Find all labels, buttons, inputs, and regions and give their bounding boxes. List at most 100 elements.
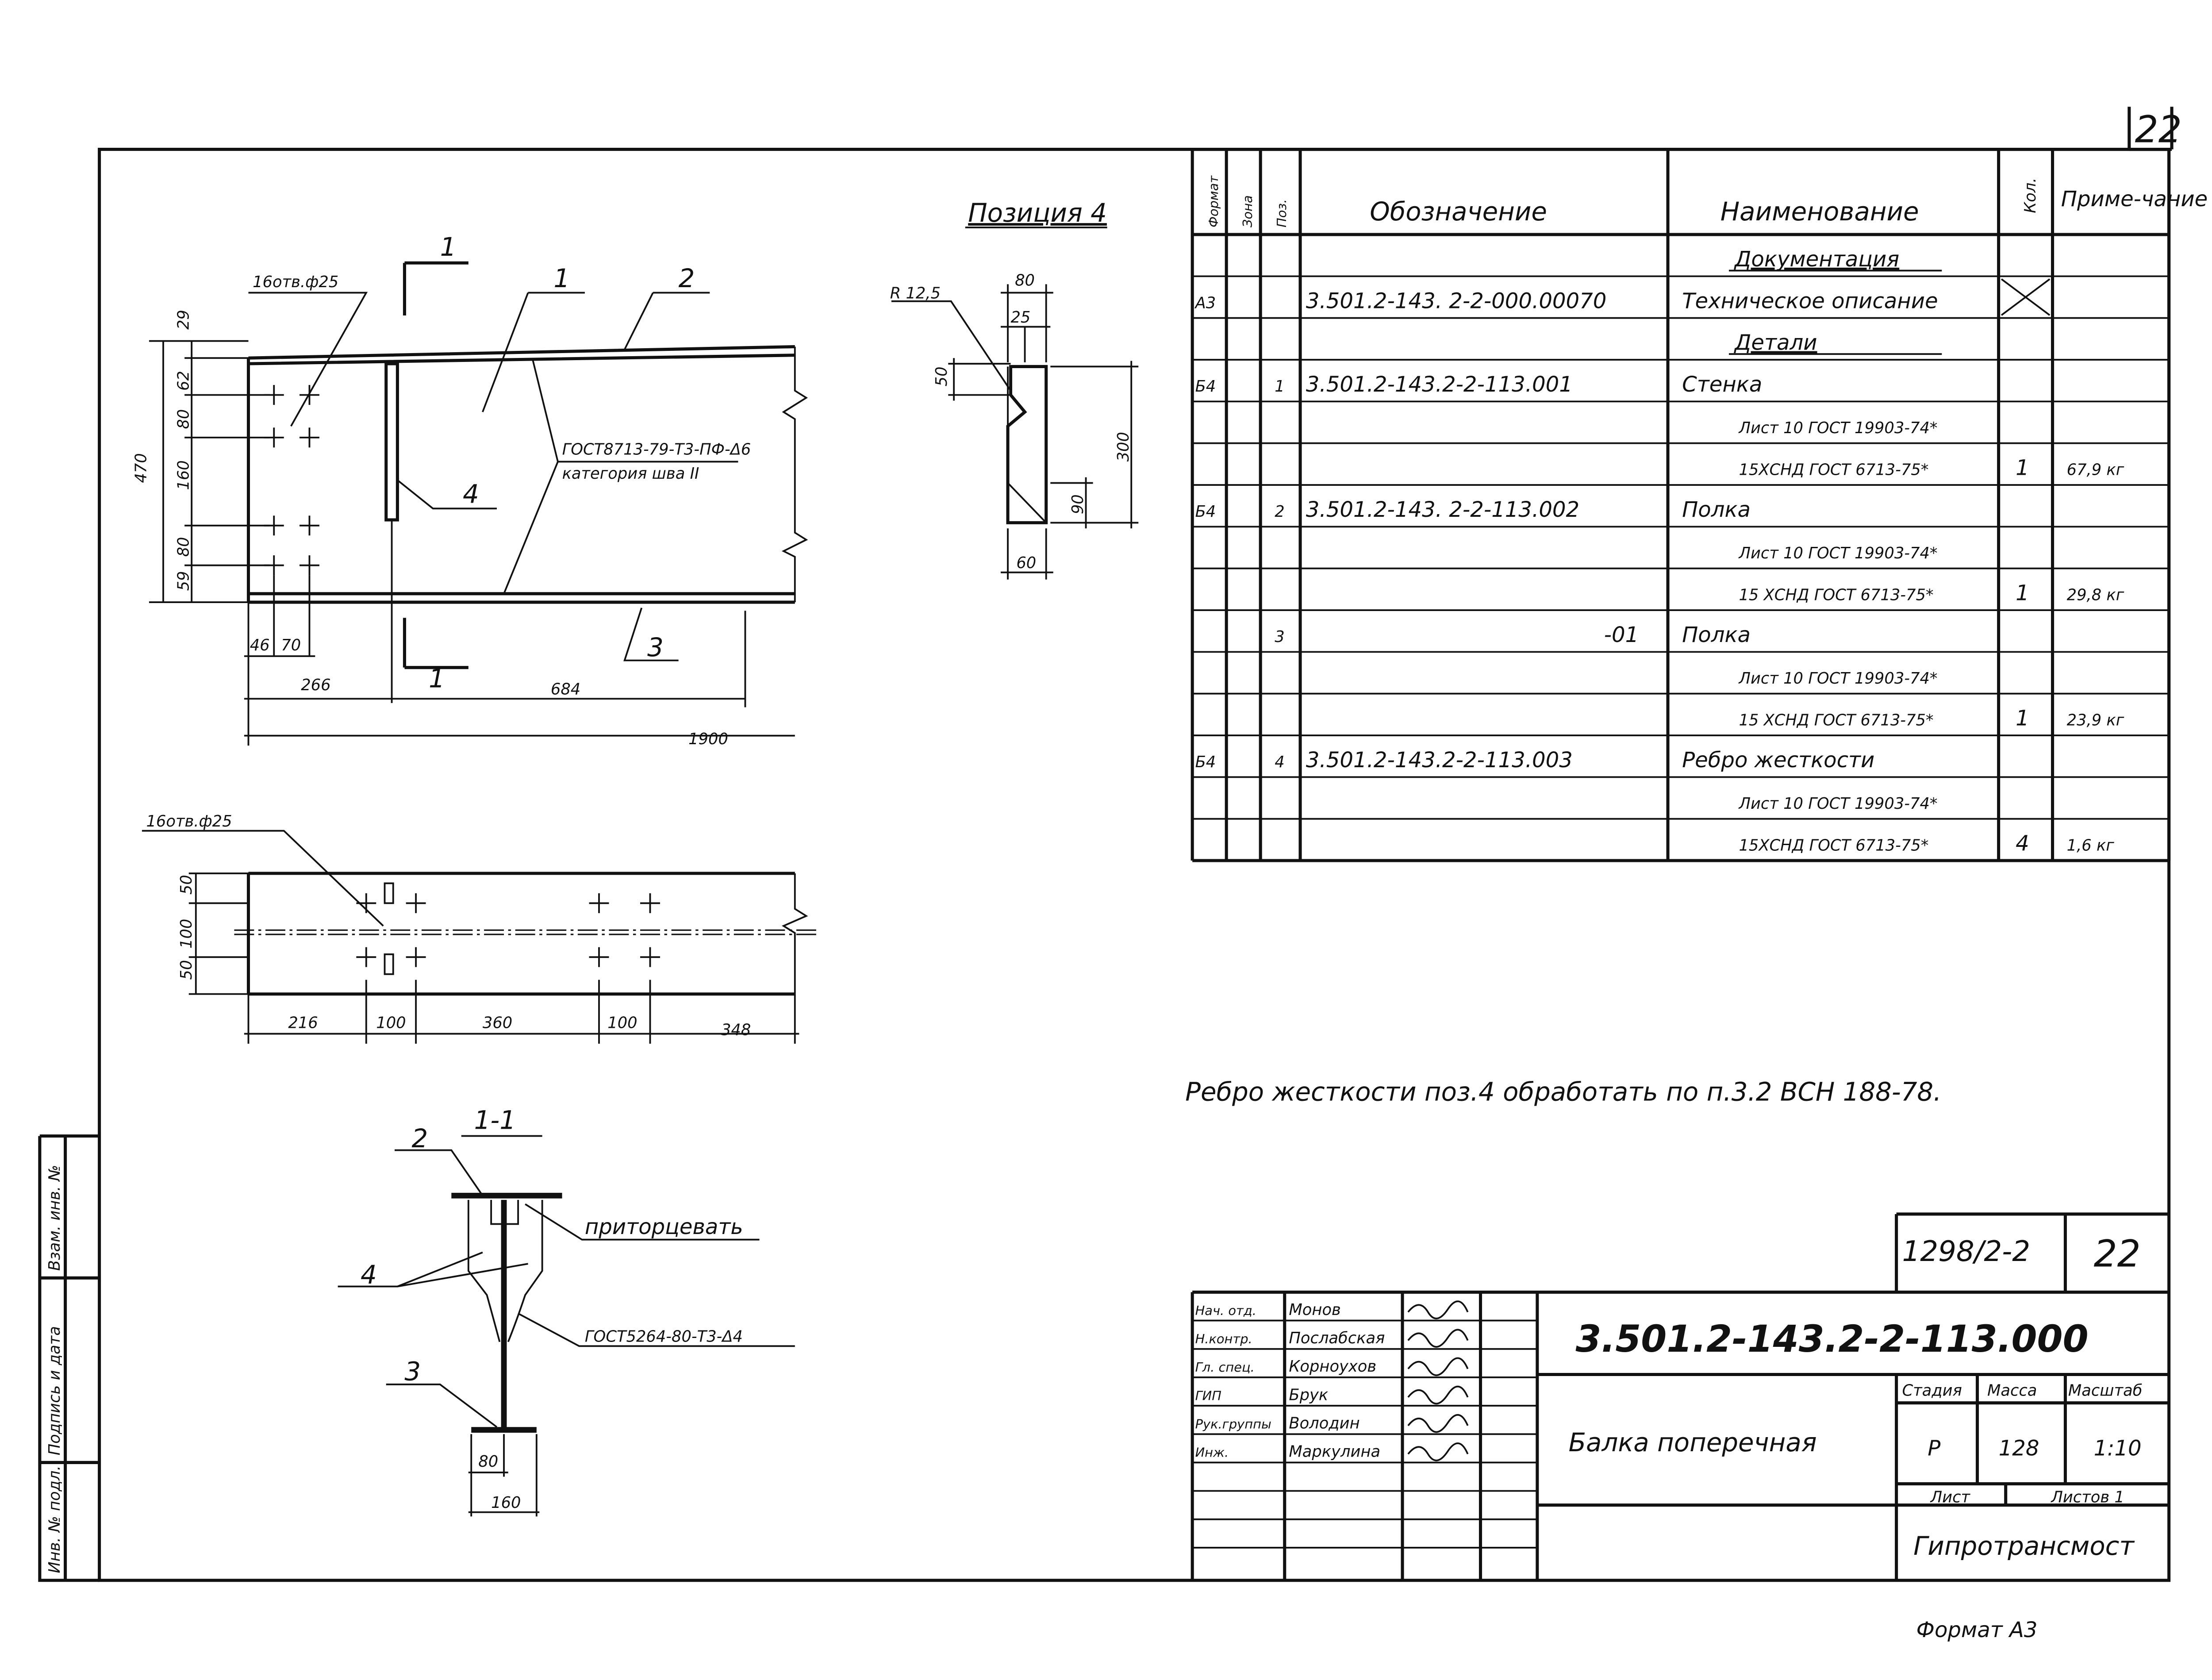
signature [1407, 1300, 1469, 1319]
signature [1407, 1385, 1469, 1405]
table-row: 15 ХСНД ГОСТ 6713-75* 1 23,9 кг [1739, 706, 2124, 731]
cell-note: 23,9 кг [2067, 711, 2124, 730]
beam-plan: 16отв.ф25 50 100 50 216 100 360 100 348 [142, 812, 816, 1044]
sheet-label: Лист [1930, 1488, 1971, 1506]
strip-label-sign: Подпись и дата [46, 1326, 64, 1455]
spec-header: Формат [1206, 175, 1221, 227]
section-mark-bottom: 1 [429, 664, 445, 694]
section-callout-3: 3 [404, 1356, 421, 1386]
person-role: Гл. спец. [1195, 1360, 1255, 1375]
signature [1407, 1329, 1469, 1348]
table-row: Документация [1729, 247, 1942, 272]
pos4-dim-300: 300 [1114, 432, 1133, 461]
cell-name: Лист 10 ГОСТ 19903-74* [1738, 669, 1937, 688]
strip-label-replace: Взам. инв. № [46, 1165, 64, 1271]
mass-label: Масса [1987, 1382, 2037, 1400]
cell-name: Лист 10 ГОСТ 19903-74* [1738, 419, 1937, 437]
page-number-box: 22 [2128, 107, 2182, 151]
dim-46: 46 [250, 636, 270, 654]
table-row: А3 3.501.2-143. 2-2-000.00070 Техническое … [1194, 278, 2051, 316]
person-role: Рук.группы [1195, 1416, 1271, 1431]
section-title: 1-1 [474, 1105, 516, 1135]
section-weld: ГОСТ5264-80-Т3-Δ4 [585, 1328, 743, 1346]
cell-name: Документация [1734, 247, 1899, 272]
radius-label: R 12,5 [890, 284, 941, 302]
bolt-holes [264, 385, 319, 576]
table-row: Лист 10 ГОСТ 19903-74* [1738, 669, 1937, 688]
table-row: Б4 1 3.501.2-143.2-2-113.001 Стенка [1195, 372, 1763, 397]
cell-name: Лист 10 ГОСТ 19903-74* [1738, 544, 1937, 562]
section-1-1: 1-1 2 приторцевать 4 ГОСТ5264-80-Т3-Δ4 3… [338, 1105, 795, 1517]
section-callout-2: 2 [411, 1123, 428, 1153]
cell-format: Б4 [1195, 377, 1216, 396]
cell-name: Техническое описание [1682, 288, 1938, 313]
cell-name: Лист 10 ГОСТ 19903-74* [1738, 795, 1937, 813]
cell-format: Б4 [1195, 503, 1216, 521]
person-name: Корноухов [1289, 1357, 1376, 1376]
dim-470: 470 [132, 453, 150, 483]
cell-position: 3 [1275, 628, 1284, 646]
left-stamp-strip: Инв. № подл. Подпись и дата Взам. инв. № [38, 1134, 100, 1582]
person-name: Монов [1289, 1301, 1340, 1319]
person-role: Н.контр. [1195, 1331, 1252, 1346]
spec-header-name: Наименование [1720, 196, 1919, 227]
dim-29: 29 [175, 310, 193, 330]
cell-quantity: 1 [2016, 581, 2029, 606]
cell-name: Полка [1682, 497, 1751, 522]
dim-1900: 1900 [688, 730, 728, 748]
cell-format: А3 [1194, 294, 1216, 312]
plan-dim-360: 360 [483, 1014, 512, 1032]
general-note: Ребро жесткости поз.4 обработать по п.3.… [1185, 1076, 1941, 1107]
pos4-dim-25: 25 [1010, 308, 1030, 327]
callout-1: 1 [553, 263, 570, 293]
beam-elevation: 29 62 80 160 80 59 470 46 70 266 684 190… [132, 232, 808, 748]
dim-266: 266 [301, 676, 330, 694]
cell-name: Стенка [1682, 372, 1762, 397]
title-block: 1298/2-2 22 3.501.2-143.2-2-113.000 Балк… [1190, 1212, 2169, 1580]
plan-holes-label: 16отв.ф25 [146, 812, 232, 830]
pos4-dim-90: 90 [1069, 494, 1087, 514]
plan-dim-100b: 100 [607, 1014, 637, 1032]
callout-4: 4 [463, 479, 479, 509]
dim-59: 59 [175, 571, 193, 591]
dim-62: 62 [175, 371, 193, 391]
dim-160: 160 [175, 460, 193, 490]
cell-quantity: 1 [2016, 706, 2029, 731]
table-row: Лист 10 ГОСТ 19903-74* [1738, 419, 1937, 437]
signature [1407, 1357, 1469, 1376]
cell-designation: -01 [1604, 623, 1639, 647]
cell-name: Детали [1734, 331, 1817, 355]
spec-header-note: Приме-чание [2061, 187, 2208, 211]
sheet-frame [98, 148, 2171, 1582]
organization: Гипротрансмост [1913, 1531, 2135, 1561]
spec-header: Кол. [2021, 178, 2039, 213]
position-4-title: Позиция 4 [968, 198, 1107, 228]
cell-designation: 3.501.2-143.2-2-113.001 [1306, 372, 1573, 397]
face-note: приторцевать [585, 1215, 743, 1239]
cell-name: 15 ХСНД ГОСТ 6713-75* [1739, 711, 1933, 730]
album-number: 1298/2-2 [1902, 1235, 2030, 1268]
section-callout-4: 4 [361, 1260, 377, 1290]
cell-name: 15ХСНД ГОСТ 6713-75* [1739, 837, 1928, 855]
cell-format: Б4 [1195, 753, 1216, 771]
person-name: Маркулина [1289, 1443, 1380, 1461]
position-4-detail: Позиция 4 R 12,5 80 25 50 300 90 60 [890, 198, 1139, 580]
callout-3: 3 [647, 632, 664, 662]
plan-dim-100a: 100 [376, 1014, 406, 1032]
person-name: Володин [1289, 1414, 1359, 1432]
cell-position: 1 [1275, 377, 1284, 396]
format-label: Формат А3 [1916, 1618, 2038, 1642]
cell-designation: 3.501.2-143. 2-2-000.00070 [1306, 288, 1607, 313]
page-number: 22 [2135, 108, 2182, 151]
spec-header: Зона [1240, 195, 1255, 227]
cell-quantity: 1 [2016, 456, 2029, 481]
cell-designation: 3.501.2-143.2-2-113.003 [1306, 748, 1573, 773]
person-role: ГИП [1195, 1388, 1221, 1403]
plan-dim-50: 50 [177, 875, 196, 895]
